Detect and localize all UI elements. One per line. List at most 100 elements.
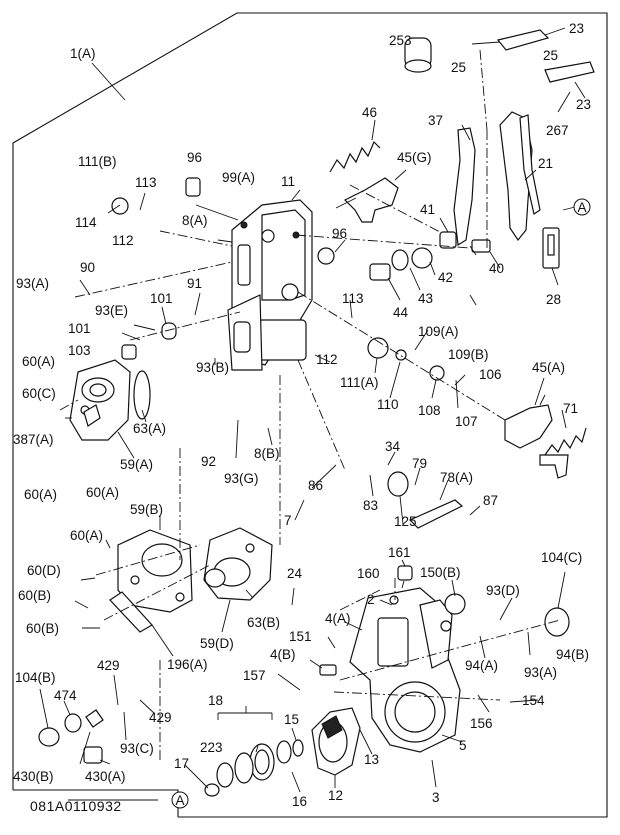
callout-111b: 111(B) xyxy=(78,154,117,169)
callout-474: 474 xyxy=(54,688,77,703)
callout-93c: 93(C) xyxy=(120,741,154,756)
cover-59b xyxy=(117,529,193,613)
callout-93a-right: 93(A) xyxy=(524,665,557,680)
callout-99a: 99(A) xyxy=(222,170,255,185)
callout-3: 3 xyxy=(432,790,440,805)
callout-78a: 78(A) xyxy=(440,470,473,485)
callout-114: 114 xyxy=(75,215,97,230)
drawing-code: 081A0110932 xyxy=(30,798,122,814)
callout-151: 151 xyxy=(289,629,312,644)
callout-12: 12 xyxy=(328,788,343,803)
callout-60d: 60(D) xyxy=(27,563,61,578)
callout-106: 106 xyxy=(479,367,502,382)
callout-107: 107 xyxy=(455,414,478,429)
callout-42: 42 xyxy=(438,270,453,285)
callout-37: 37 xyxy=(428,113,443,128)
callout-59b: 59(B) xyxy=(130,502,163,517)
callout-156: 156 xyxy=(470,716,493,731)
callout-45a: 45(A) xyxy=(532,360,565,375)
callout-103: 103 xyxy=(68,343,91,358)
bracket-78a xyxy=(408,499,464,529)
callout-24: 24 xyxy=(287,566,303,581)
callout-60a-mid: 60(A) xyxy=(86,485,119,500)
callout-113-top: 113 xyxy=(135,175,157,190)
callout-253: 253 xyxy=(389,33,412,48)
callout-387a: 387(A) xyxy=(13,432,54,447)
cover-59a xyxy=(69,359,131,441)
callout-79: 79 xyxy=(412,456,427,471)
callout-101-a: 101 xyxy=(150,291,173,306)
callout-43: 43 xyxy=(418,291,433,306)
callout-13: 13 xyxy=(364,752,379,767)
weight-assembly xyxy=(311,707,361,776)
lever-group xyxy=(453,29,595,269)
callout-28: 28 xyxy=(546,292,561,307)
callout-93b: 93(B) xyxy=(196,360,229,375)
callout-112-left: 112 xyxy=(112,233,134,248)
callout-110: 110 xyxy=(377,397,399,412)
o-ring-63a xyxy=(133,370,151,420)
callout-104b: 104(B) xyxy=(15,670,56,685)
callout-430b: 430(B) xyxy=(13,769,54,784)
callout-93e: 93(E) xyxy=(95,303,128,318)
callout-46: 46 xyxy=(362,105,377,120)
parts-artwork xyxy=(38,29,595,797)
callout-60a-top: 60(A) xyxy=(22,354,55,369)
callout-104c: 104(C) xyxy=(541,550,582,565)
callout-125: 125 xyxy=(394,514,417,529)
callout-45g: 45(G) xyxy=(397,150,432,165)
callout-94b: 94(B) xyxy=(556,647,589,662)
callout-91: 91 xyxy=(187,276,202,291)
reference-marker-label: A xyxy=(175,793,184,808)
callout-17: 17 xyxy=(174,756,189,771)
callout-157: 157 xyxy=(243,668,266,683)
callout-40: 40 xyxy=(489,261,504,276)
callout-429-bottom: 429 xyxy=(149,710,172,725)
callout-96-mid: 96 xyxy=(332,226,347,241)
callout-154: 154 xyxy=(522,693,545,708)
callout-113-mid: 113 xyxy=(342,291,364,306)
callout-93d: 93(D) xyxy=(486,583,520,598)
callout-111a: 111(A) xyxy=(340,375,379,390)
callout-59d: 59(D) xyxy=(200,636,234,651)
reference-marker-a-bottom: A xyxy=(171,791,189,809)
callout-112-mid: 112 xyxy=(316,352,338,367)
callout-4a: 4(A) xyxy=(325,611,351,626)
leader-lines xyxy=(39,27,586,793)
callout-41: 41 xyxy=(420,202,435,217)
callout-108: 108 xyxy=(418,403,441,418)
callout-8a: 8(A) xyxy=(182,213,208,228)
bearing-set xyxy=(204,739,304,797)
callout-71: 71 xyxy=(563,401,578,416)
callout-93a-left: 93(A) xyxy=(16,276,49,291)
callouts: 1(A) 253 25 23 25 23 267 46 37 45(G) 21 … xyxy=(13,21,591,809)
callout-63a: 63(A) xyxy=(133,421,166,436)
centre-lines xyxy=(59,49,561,760)
callout-60b-top: 60(B) xyxy=(18,588,51,603)
callout-94a: 94(A) xyxy=(465,658,498,673)
callout-92: 92 xyxy=(201,454,216,469)
callout-150b: 150(B) xyxy=(420,565,461,580)
callout-5: 5 xyxy=(459,738,467,753)
callout-21: 21 xyxy=(538,156,553,171)
callout-109b: 109(B) xyxy=(448,347,489,362)
spring-71 xyxy=(544,427,587,456)
callout-25-top: 25 xyxy=(451,60,466,75)
callout-160: 160 xyxy=(357,566,380,581)
lever-45g xyxy=(335,177,399,223)
hardware-items xyxy=(38,37,570,764)
callout-25-right: 25 xyxy=(543,48,558,63)
callout-23-right: 23 xyxy=(576,97,591,112)
callout-63b: 63(B) xyxy=(247,615,280,630)
callout-44: 44 xyxy=(393,305,409,320)
callout-93g: 93(G) xyxy=(224,471,259,486)
callout-60a-bottom: 60(A) xyxy=(70,528,103,543)
callout-18: 18 xyxy=(208,693,223,708)
callout-23-top: 23 xyxy=(569,21,584,36)
callout-161: 161 xyxy=(388,545,411,560)
callout-90: 90 xyxy=(80,260,95,275)
callout-86: 86 xyxy=(308,478,323,493)
callout-267: 267 xyxy=(546,123,569,138)
callout-223: 223 xyxy=(200,740,223,755)
callout-60b-bottom: 60(B) xyxy=(26,621,59,636)
